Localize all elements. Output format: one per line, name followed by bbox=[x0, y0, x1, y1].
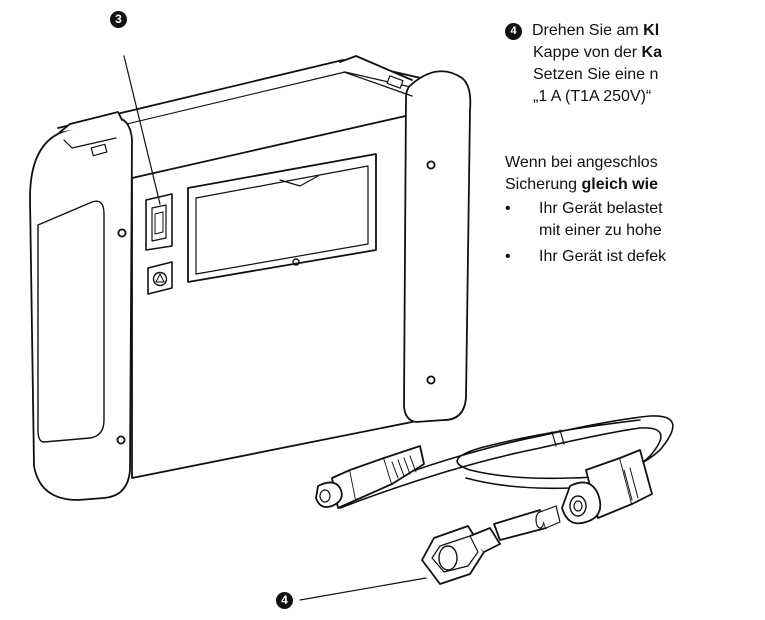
step-4-text-b: Kappe von der bbox=[533, 44, 642, 61]
left-handle bbox=[29, 111, 133, 501]
step-4-line-1: 4 Drehen Sie am Kl bbox=[505, 20, 659, 42]
callout-number-3: 3 bbox=[110, 11, 127, 28]
bullet-1-line-2: mit einer zu hohe bbox=[539, 222, 662, 239]
bullet-2-dot: • bbox=[505, 248, 511, 265]
callout-3-leader bbox=[123, 55, 161, 205]
step-4-line-2: Kappe von der Ka bbox=[533, 42, 662, 64]
bullet-item-2: • Ihr Gerät ist defek bbox=[505, 246, 765, 268]
callout-number-4: 4 bbox=[276, 592, 293, 609]
step-4-bold-a: Kl bbox=[643, 22, 660, 39]
instruction-text-column: 4 Drehen Sie am Kl Kappe von der Ka Setze… bbox=[505, 0, 765, 320]
paragraph-text: Sicherung bbox=[505, 176, 582, 193]
bullet-1-line-1: Ihr Gerät belastet bbox=[539, 200, 663, 217]
paragraph-line-1: Wenn bei angeschlos bbox=[505, 154, 658, 171]
right-handle bbox=[339, 55, 472, 423]
step-4-line-3: Setzen Sie eine n bbox=[533, 66, 659, 83]
bullet-item-1: • Ihr Gerät belastet mit einer zu hohe bbox=[505, 198, 765, 242]
cable-connector-right bbox=[561, 449, 653, 525]
bullet-2-line-1: Ihr Gerät ist defek bbox=[539, 248, 667, 265]
callout-4-leader bbox=[299, 577, 427, 601]
bullet-1-dot: • bbox=[505, 200, 511, 217]
fuse-cap bbox=[421, 525, 501, 585]
step-4-text-a: Drehen Sie am bbox=[532, 22, 644, 39]
paragraph-line-2: Sicherung gleich wie bbox=[505, 174, 658, 196]
step-4-bold-b: Ka bbox=[641, 44, 662, 61]
step-4-line-4: „1 A (T1A 250V)“ bbox=[533, 88, 652, 105]
rear-panel bbox=[145, 153, 377, 295]
step-4-number: 4 bbox=[505, 23, 522, 40]
cable-plug-left bbox=[315, 445, 425, 509]
paragraph-bold: gleich wie bbox=[581, 176, 658, 193]
fuse bbox=[493, 505, 561, 541]
